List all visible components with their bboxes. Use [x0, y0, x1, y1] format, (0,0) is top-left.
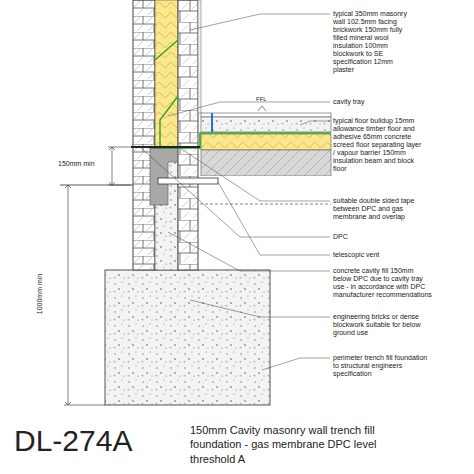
annotation-label: perimeter trench fill foundation to stru… — [333, 354, 433, 378]
annotation-label: cavity tray — [333, 98, 433, 106]
annotation-label: concrete cavity fill 150mm below DPC due… — [333, 267, 433, 299]
annotation-label: engineering bricks or dense blockwork su… — [333, 313, 433, 337]
annotation-label: telescopic vent — [333, 251, 433, 259]
annotation-label: typical 350mm masonry wall 102.5mm facin… — [333, 10, 415, 74]
annotation-label: suitable double sided tape between DPC a… — [333, 197, 433, 221]
dimension-label: 150mm min — [58, 160, 104, 168]
drawing-caption: 150mm Cavity masonry wall trench fill fo… — [190, 423, 405, 466]
dimension-label: 1000mm min — [36, 264, 44, 324]
annotation-label: typical floor buildup 15mm allowance tim… — [333, 117, 423, 173]
annotation-label: DPC — [333, 233, 433, 241]
drawing-title: DL-274A — [14, 424, 132, 459]
annotation-label: FFL — [256, 96, 286, 103]
